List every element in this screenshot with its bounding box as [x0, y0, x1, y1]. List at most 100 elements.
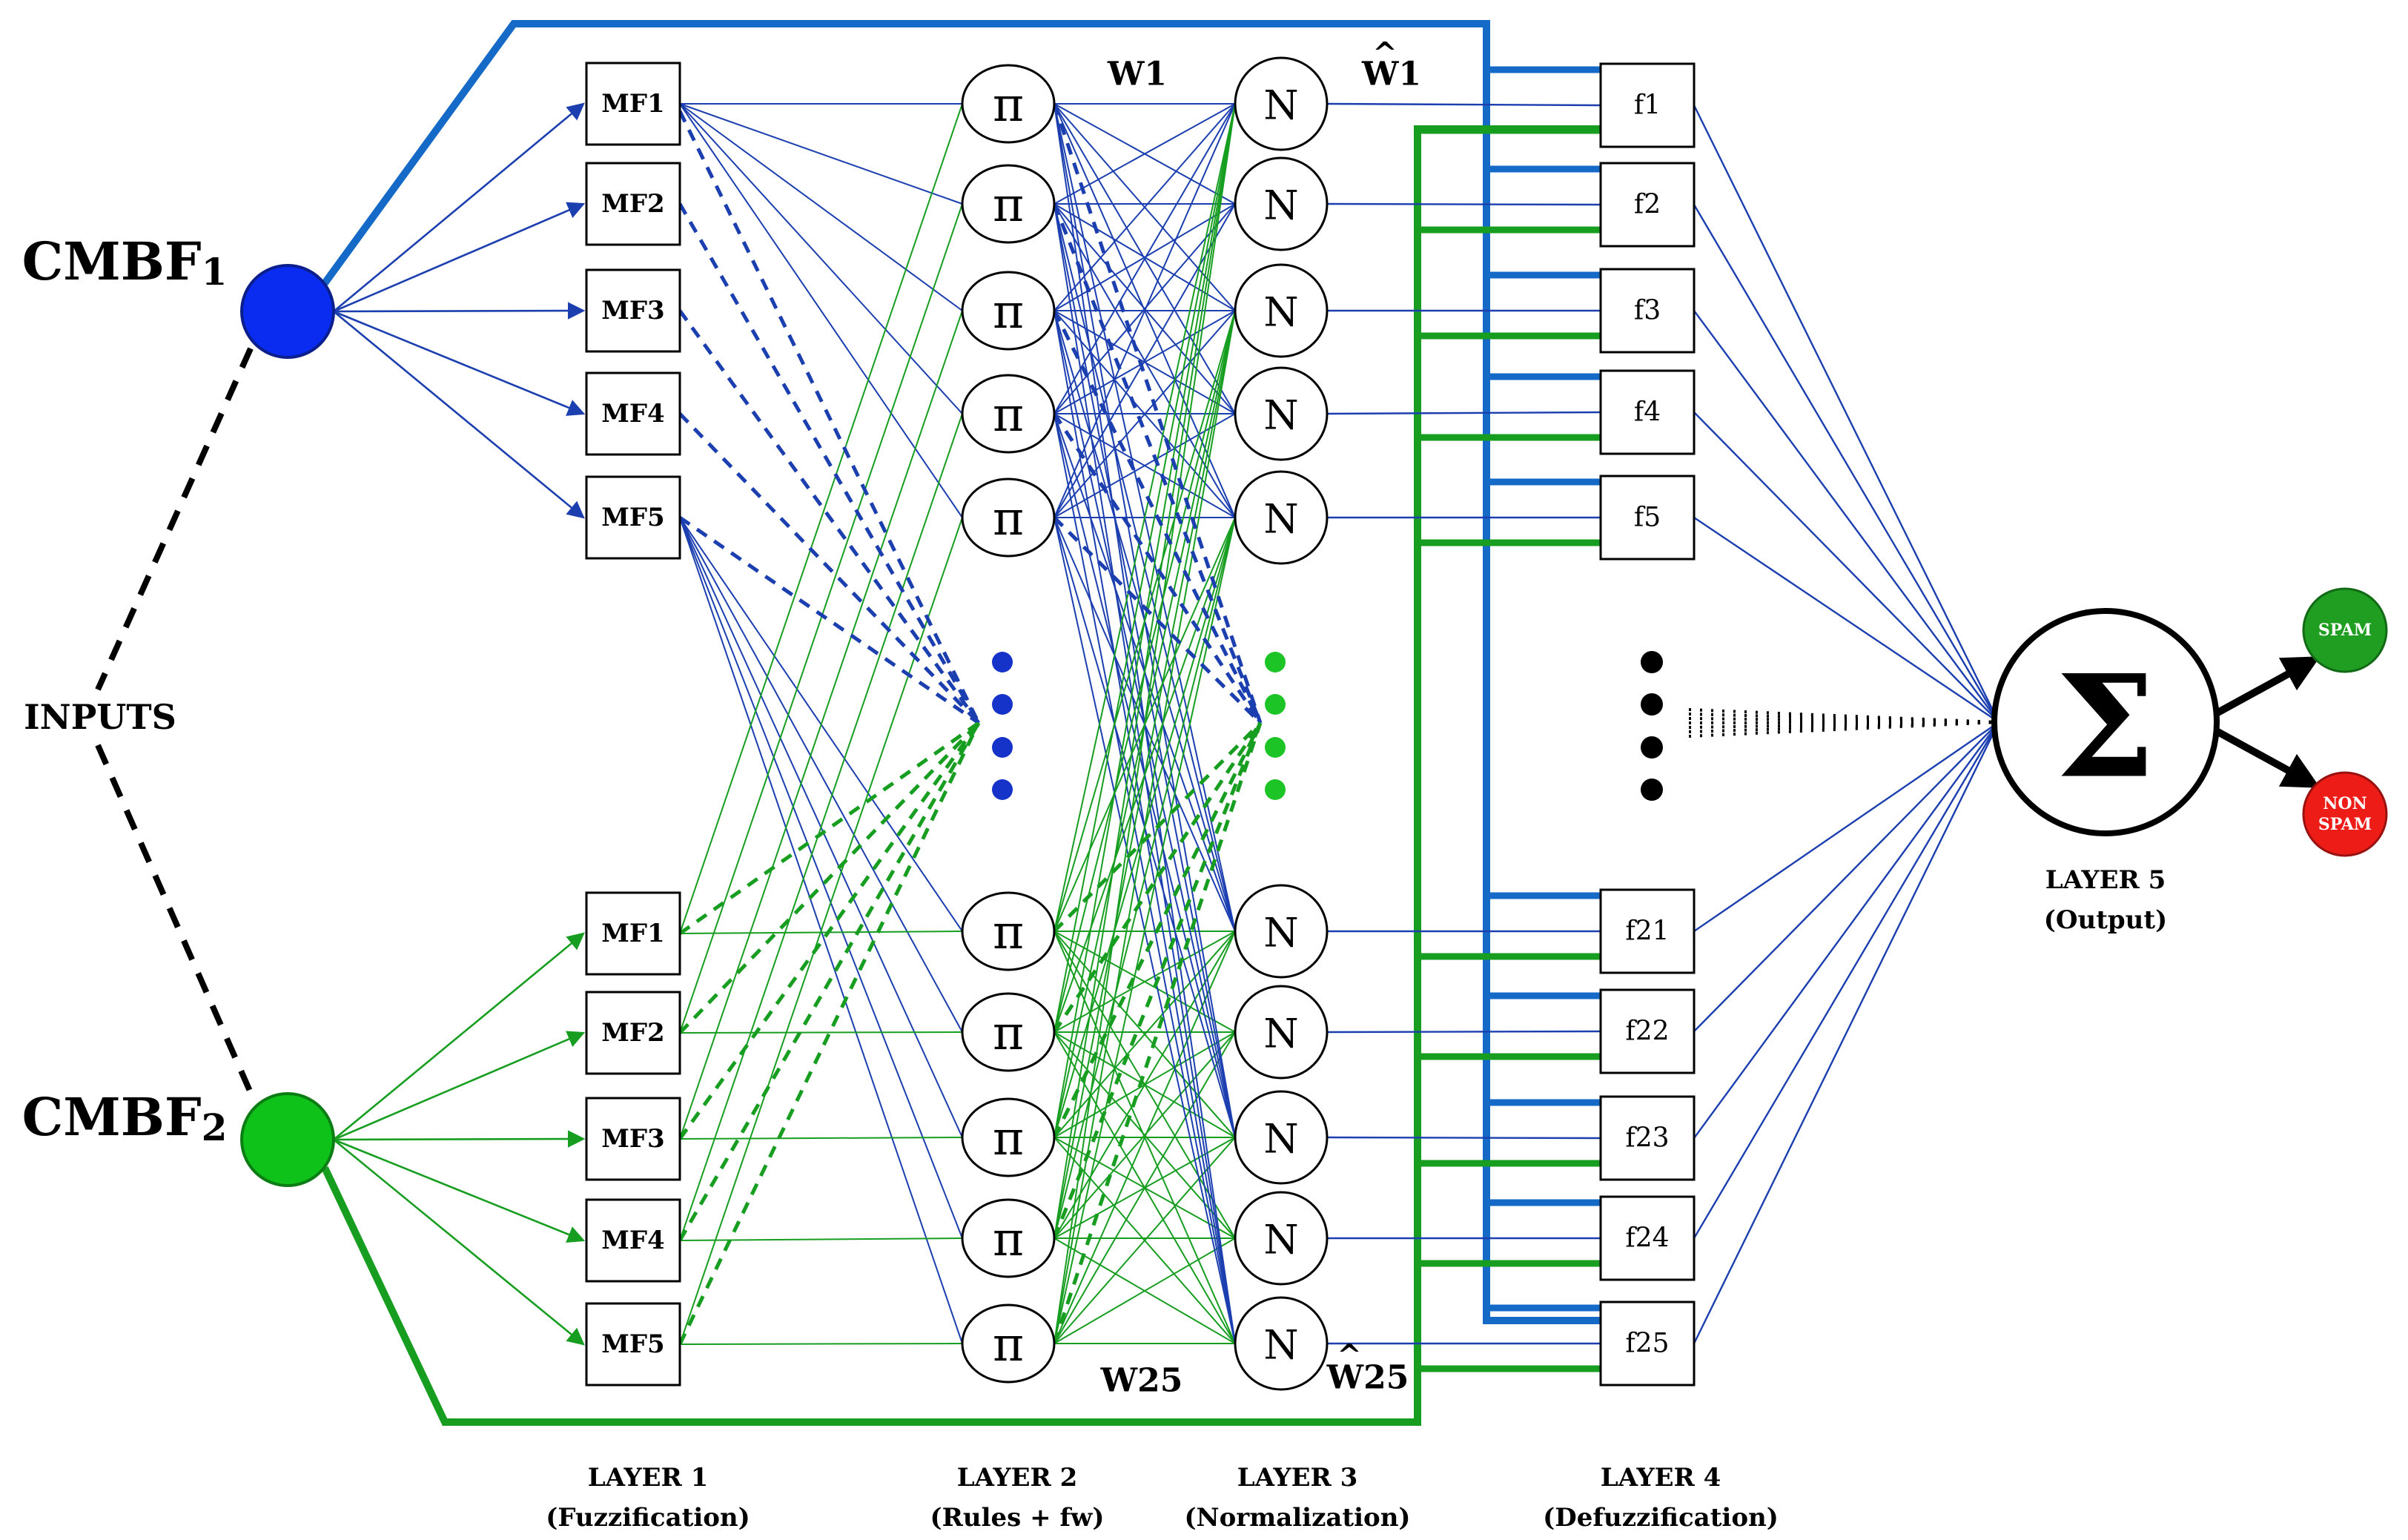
mfbot-rule-top-3 — [679, 310, 963, 1140]
f-sigma-1 — [1693, 105, 2000, 723]
norm-node-2 — [1234, 156, 1329, 251]
f-sigma-5 — [1693, 517, 2000, 723]
cmbf1-node — [240, 264, 335, 359]
mf-top-2-box — [585, 162, 681, 246]
cmbf2-node — [240, 1092, 335, 1187]
norm-f-1 — [1326, 102, 1601, 107]
norm-node-8 — [1234, 1090, 1329, 1185]
mf1top-rule-3 — [679, 103, 963, 311]
mfbot-rule-top-2 — [679, 203, 963, 1034]
rule-dash-green-5 — [1052, 722, 1263, 1344]
rule-node-10-symbol: π — [993, 1318, 1024, 1372]
mf-top-4-box — [585, 371, 681, 456]
norm-node-4 — [1234, 366, 1329, 461]
rule-node-8-symbol: π — [993, 1111, 1024, 1166]
nonspam-label-line1: NON — [2323, 794, 2366, 813]
cmbf2-label: CMBF2 — [22, 1086, 228, 1149]
arrow-spam — [2212, 656, 2321, 718]
mf-dash-green-3 — [678, 721, 981, 1140]
arrow-cmbf1-mf1 — [333, 102, 585, 312]
f-top-2-box — [1599, 162, 1696, 248]
cmbf1-label: CMBF1 — [22, 231, 228, 294]
norm-node-4-symbol: N — [1263, 392, 1298, 439]
f-top-3-box — [1599, 268, 1696, 354]
norm-node-6-symbol: N — [1263, 910, 1298, 956]
mf-bottom-1-label: MF1 — [601, 919, 664, 948]
mfbot2-rule-22 — [679, 1031, 963, 1034]
mf-top-1-label: MF1 — [601, 89, 664, 119]
norm-f-4 — [1326, 411, 1601, 415]
norm-node-1-symbol: N — [1263, 82, 1298, 129]
rule-dash-green-1 — [1053, 721, 1262, 933]
mf-dash-green-4 — [678, 721, 981, 1242]
cmbf2-label-name: CMBF — [22, 1086, 202, 1148]
rule-node-3 — [961, 271, 1056, 351]
ellipsis-blue-1 — [992, 652, 1013, 672]
f-bottom-4-box — [1599, 1195, 1696, 1281]
mf-dash-green-2 — [678, 721, 980, 1034]
layer1-title: LAYER 1 — [588, 1463, 709, 1493]
rule-norm-bot-5-2 — [1054, 1031, 1236, 1344]
rule-dash-green-3 — [1052, 721, 1263, 1139]
ellipsis-green-1 — [1265, 652, 1286, 672]
mf1top-rule-5 — [679, 103, 963, 518]
rule-node-3-symbol: π — [993, 285, 1024, 340]
mf-bottom-3-label: MF3 — [601, 1124, 664, 1154]
mf-bottom-4-label: MF4 — [601, 1226, 664, 1255]
norm-node-9 — [1234, 1191, 1329, 1286]
mf-top-1-box — [585, 62, 681, 146]
ellipsis-black-4 — [1641, 779, 1663, 801]
f-top-5-label: f5 — [1634, 503, 1661, 533]
arrow-nonspam — [2212, 726, 2321, 788]
rule-norm-cross-g-3-1 — [1054, 103, 1236, 1138]
w1-label: W1 — [1107, 56, 1167, 93]
rule-norm-top-3-2 — [1054, 203, 1236, 311]
sigma-node — [1991, 608, 2220, 836]
cmbf1-label-name: CMBF — [22, 231, 202, 292]
f-top-5-box — [1599, 475, 1696, 561]
norm-node-9-symbol: N — [1263, 1217, 1298, 1263]
mf-top-5-box — [585, 475, 681, 560]
input-link-2 — [95, 744, 257, 1103]
mfbot3-rule-23 — [679, 1137, 963, 1140]
norm-node-5-symbol: N — [1263, 496, 1298, 543]
ellipsis-black-3 — [1641, 736, 1663, 759]
mf-top-2-label: MF2 — [601, 189, 664, 219]
mf-bottom-5-label: MF5 — [601, 1329, 664, 1359]
rule-norm-cross-g-2-1 — [1054, 103, 1236, 1033]
mf-dash-blue-1 — [678, 110, 981, 724]
arrow-cmbf1-mf4 — [333, 310, 586, 416]
f-bottom-4-label: f24 — [1625, 1223, 1669, 1254]
rule-norm-cross-g-4-5 — [1054, 517, 1236, 1239]
rule-node-7-symbol: π — [993, 1006, 1024, 1061]
mf-top-4-label: MF4 — [601, 399, 664, 429]
norm-node-6 — [1234, 884, 1329, 979]
f-sigma-8 — [1693, 721, 2000, 1139]
f-top-4-label: f4 — [1634, 397, 1661, 428]
norm-node-10 — [1234, 1296, 1329, 1391]
arrow-cmbf2-mf1 — [333, 932, 585, 1141]
rule-node-1 — [961, 64, 1056, 144]
mf-bottom-2-box — [585, 991, 681, 1075]
arrow-cmbf1-mf5 — [333, 310, 585, 519]
f-top-1-box — [1599, 62, 1696, 148]
rule-norm-cross-g-4-1 — [1054, 103, 1236, 1239]
nonspam-node — [2302, 771, 2388, 857]
norm-node-7-symbol: N — [1263, 1011, 1298, 1057]
cmbf1-label-sub: 1 — [202, 250, 228, 294]
layer2-title: LAYER 2 — [957, 1463, 1078, 1493]
f-bottom-5-box — [1599, 1301, 1696, 1387]
f-sigma-3 — [1693, 310, 2000, 723]
rule-norm-cross-g-1-1 — [1054, 103, 1236, 932]
norm-f-2 — [1326, 202, 1601, 206]
mf-bottom-5-box — [585, 1302, 681, 1387]
sigma-dotted-4 — [1688, 721, 2000, 724]
f-sigma-10 — [1693, 721, 2000, 1344]
f-top-4-box — [1599, 369, 1696, 455]
norm-node-2-symbol: N — [1263, 182, 1298, 229]
rule-norm-cross-g-5-5 — [1054, 517, 1236, 1344]
mfbot1-rule-21 — [679, 931, 963, 934]
mf-bottom-2-label: MF2 — [601, 1018, 664, 1048]
w1hat-label: W1 — [1361, 56, 1421, 93]
rule-node-6 — [961, 891, 1056, 971]
